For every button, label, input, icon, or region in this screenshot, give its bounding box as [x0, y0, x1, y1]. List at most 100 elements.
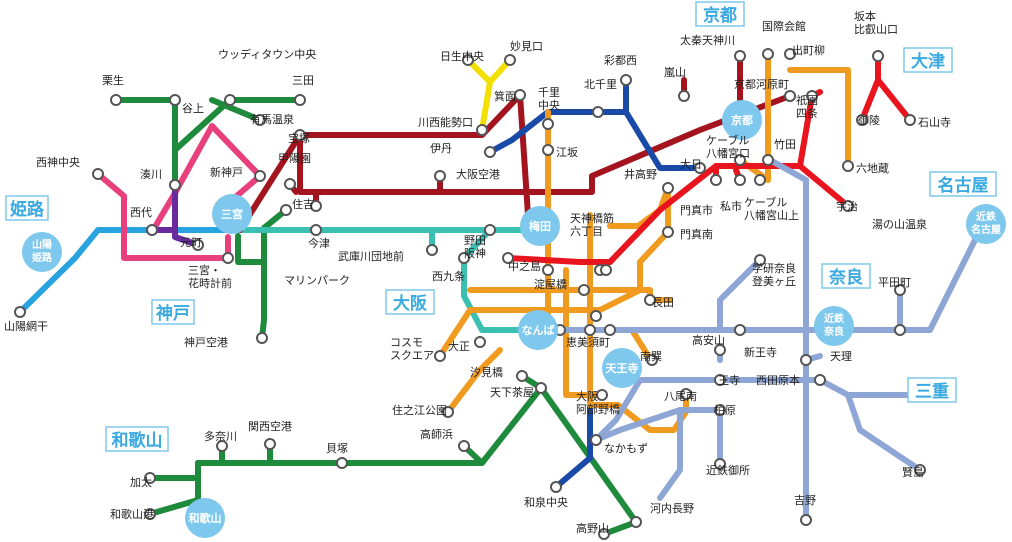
station-label[interactable]: 谷上 — [182, 102, 204, 115]
station-label[interactable]: 箕面 — [494, 89, 516, 103]
station-dot[interactable] — [784, 48, 796, 60]
station-dot[interactable] — [222, 252, 234, 264]
station-dot[interactable] — [254, 114, 266, 126]
station-label[interactable]: 住之江公園 — [392, 403, 447, 417]
station-dot[interactable] — [662, 226, 674, 238]
station-dot[interactable] — [714, 374, 726, 386]
hub-namba[interactable]: なんば — [518, 310, 558, 350]
station-dot[interactable] — [434, 350, 446, 362]
station-label[interactable]: 王寺 — [718, 374, 740, 387]
station-label[interactable]: 野田阪神 — [464, 234, 486, 260]
station-dot[interactable] — [110, 94, 122, 106]
station-dot[interactable] — [762, 154, 774, 166]
hub-tennoji[interactable]: 天王寺 — [602, 348, 642, 388]
station-dot[interactable] — [310, 200, 322, 212]
station-dot[interactable] — [710, 174, 722, 186]
station-dot[interactable] — [254, 170, 266, 182]
station-label[interactable]: なかもず — [604, 442, 648, 455]
station-dot[interactable] — [584, 324, 596, 336]
station-dot[interactable] — [680, 388, 692, 400]
station-label[interactable]: 高師浜 — [420, 427, 453, 441]
station-dot[interactable] — [476, 124, 488, 136]
station-dot[interactable] — [192, 239, 204, 251]
station-label[interactable]: 山陽網干 — [4, 319, 48, 333]
station-dot[interactable] — [894, 324, 906, 336]
station-dot[interactable] — [224, 94, 236, 106]
station-label[interactable]: 宇治 — [836, 199, 858, 213]
station-dot[interactable] — [754, 254, 766, 266]
station-label[interactable]: 西田原本 — [756, 373, 800, 387]
station-label[interactable]: 天下茶屋 — [490, 386, 534, 399]
station-dot[interactable] — [535, 382, 547, 394]
station-dot[interactable] — [169, 94, 181, 106]
station-dot[interactable] — [458, 440, 470, 452]
station-dot[interactable] — [516, 370, 528, 382]
station-dot[interactable] — [904, 114, 916, 126]
station-dot[interactable] — [842, 200, 854, 212]
station-label[interactable]: 宝塚 — [288, 131, 310, 145]
station-label[interactable]: 長田 — [652, 296, 674, 309]
hub-kyoto[interactable]: 京都 — [722, 100, 762, 140]
hub-wakayama[interactable]: 和歌山 — [185, 498, 225, 538]
station-label[interactable]: 甲陽園 — [278, 152, 311, 165]
station-label[interactable]: 有馬温泉 — [250, 112, 294, 126]
station-dot[interactable] — [462, 54, 474, 66]
hub-sannomiya[interactable]: 三宮 — [212, 194, 252, 234]
station-label[interactable]: 六地蔵 — [856, 162, 889, 175]
station-dot[interactable] — [592, 106, 604, 118]
station-dot[interactable] — [646, 354, 658, 366]
station-label[interactable]: 大正 — [448, 339, 470, 353]
station-dot[interactable] — [800, 514, 812, 526]
station-dot[interactable] — [514, 89, 526, 101]
station-dot[interactable] — [434, 170, 446, 182]
station-dot[interactable] — [294, 129, 306, 141]
station-dot[interactable] — [662, 182, 674, 194]
station-label[interactable]: 祇園四条 — [796, 94, 818, 120]
station-dot[interactable] — [842, 160, 854, 172]
station-label[interactable]: 高野山 — [576, 521, 609, 535]
station-dot[interactable] — [590, 310, 602, 322]
station-label[interactable]: 坂本比叡山口 — [854, 9, 898, 36]
station-label[interactable]: 柏原 — [714, 403, 736, 417]
station-dot[interactable] — [734, 50, 746, 62]
station-dot[interactable] — [216, 440, 228, 452]
station-dot[interactable] — [169, 179, 181, 191]
station-dot[interactable] — [502, 252, 514, 264]
station-label[interactable]: 淀屋橋 — [534, 277, 567, 291]
station-dot[interactable] — [146, 224, 158, 236]
station-dot[interactable] — [578, 284, 590, 296]
station-dot[interactable] — [144, 508, 156, 520]
station-label[interactable]: 石山寺 — [918, 116, 951, 129]
station-dot[interactable] — [604, 324, 616, 336]
station-dot[interactable] — [310, 224, 322, 236]
station-dot[interactable] — [714, 404, 726, 416]
station-label[interactable]: 賢島 — [902, 465, 924, 479]
station-dot[interactable] — [284, 178, 296, 190]
station-label[interactable]: 大阪空港 — [456, 167, 500, 181]
station-dot[interactable] — [734, 324, 746, 336]
station-label[interactable]: 南巽 — [640, 350, 662, 363]
station-dot[interactable] — [914, 464, 926, 476]
station-label[interactable]: 千里中央 — [538, 86, 560, 112]
station-label[interactable]: 門真市 — [680, 203, 713, 217]
station-label[interactable]: 今津 — [308, 236, 330, 250]
station-dot[interactable] — [678, 90, 690, 102]
station-label[interactable]: 新神戸 — [210, 165, 243, 179]
station-dot[interactable] — [644, 294, 656, 306]
station-label[interactable]: ケーブル八幡宮山上 — [744, 195, 799, 222]
station-dot[interactable] — [590, 434, 602, 446]
station-dot[interactable] — [894, 284, 906, 296]
station-dot[interactable] — [426, 244, 438, 256]
station-label[interactable]: 竹田 — [774, 137, 796, 151]
station-dot[interactable] — [856, 114, 868, 126]
station-dot[interactable] — [734, 154, 746, 166]
station-dot[interactable] — [806, 90, 818, 102]
station-label[interactable]: 出町柳 — [792, 43, 825, 57]
station-dot[interactable] — [542, 144, 554, 156]
station-dot[interactable] — [92, 168, 104, 180]
station-label[interactable]: 江坂 — [556, 146, 578, 159]
station-dot[interactable] — [714, 344, 726, 356]
station-label[interactable]: 中之島 — [508, 259, 541, 273]
station-label[interactable]: 北千里 — [584, 78, 617, 91]
